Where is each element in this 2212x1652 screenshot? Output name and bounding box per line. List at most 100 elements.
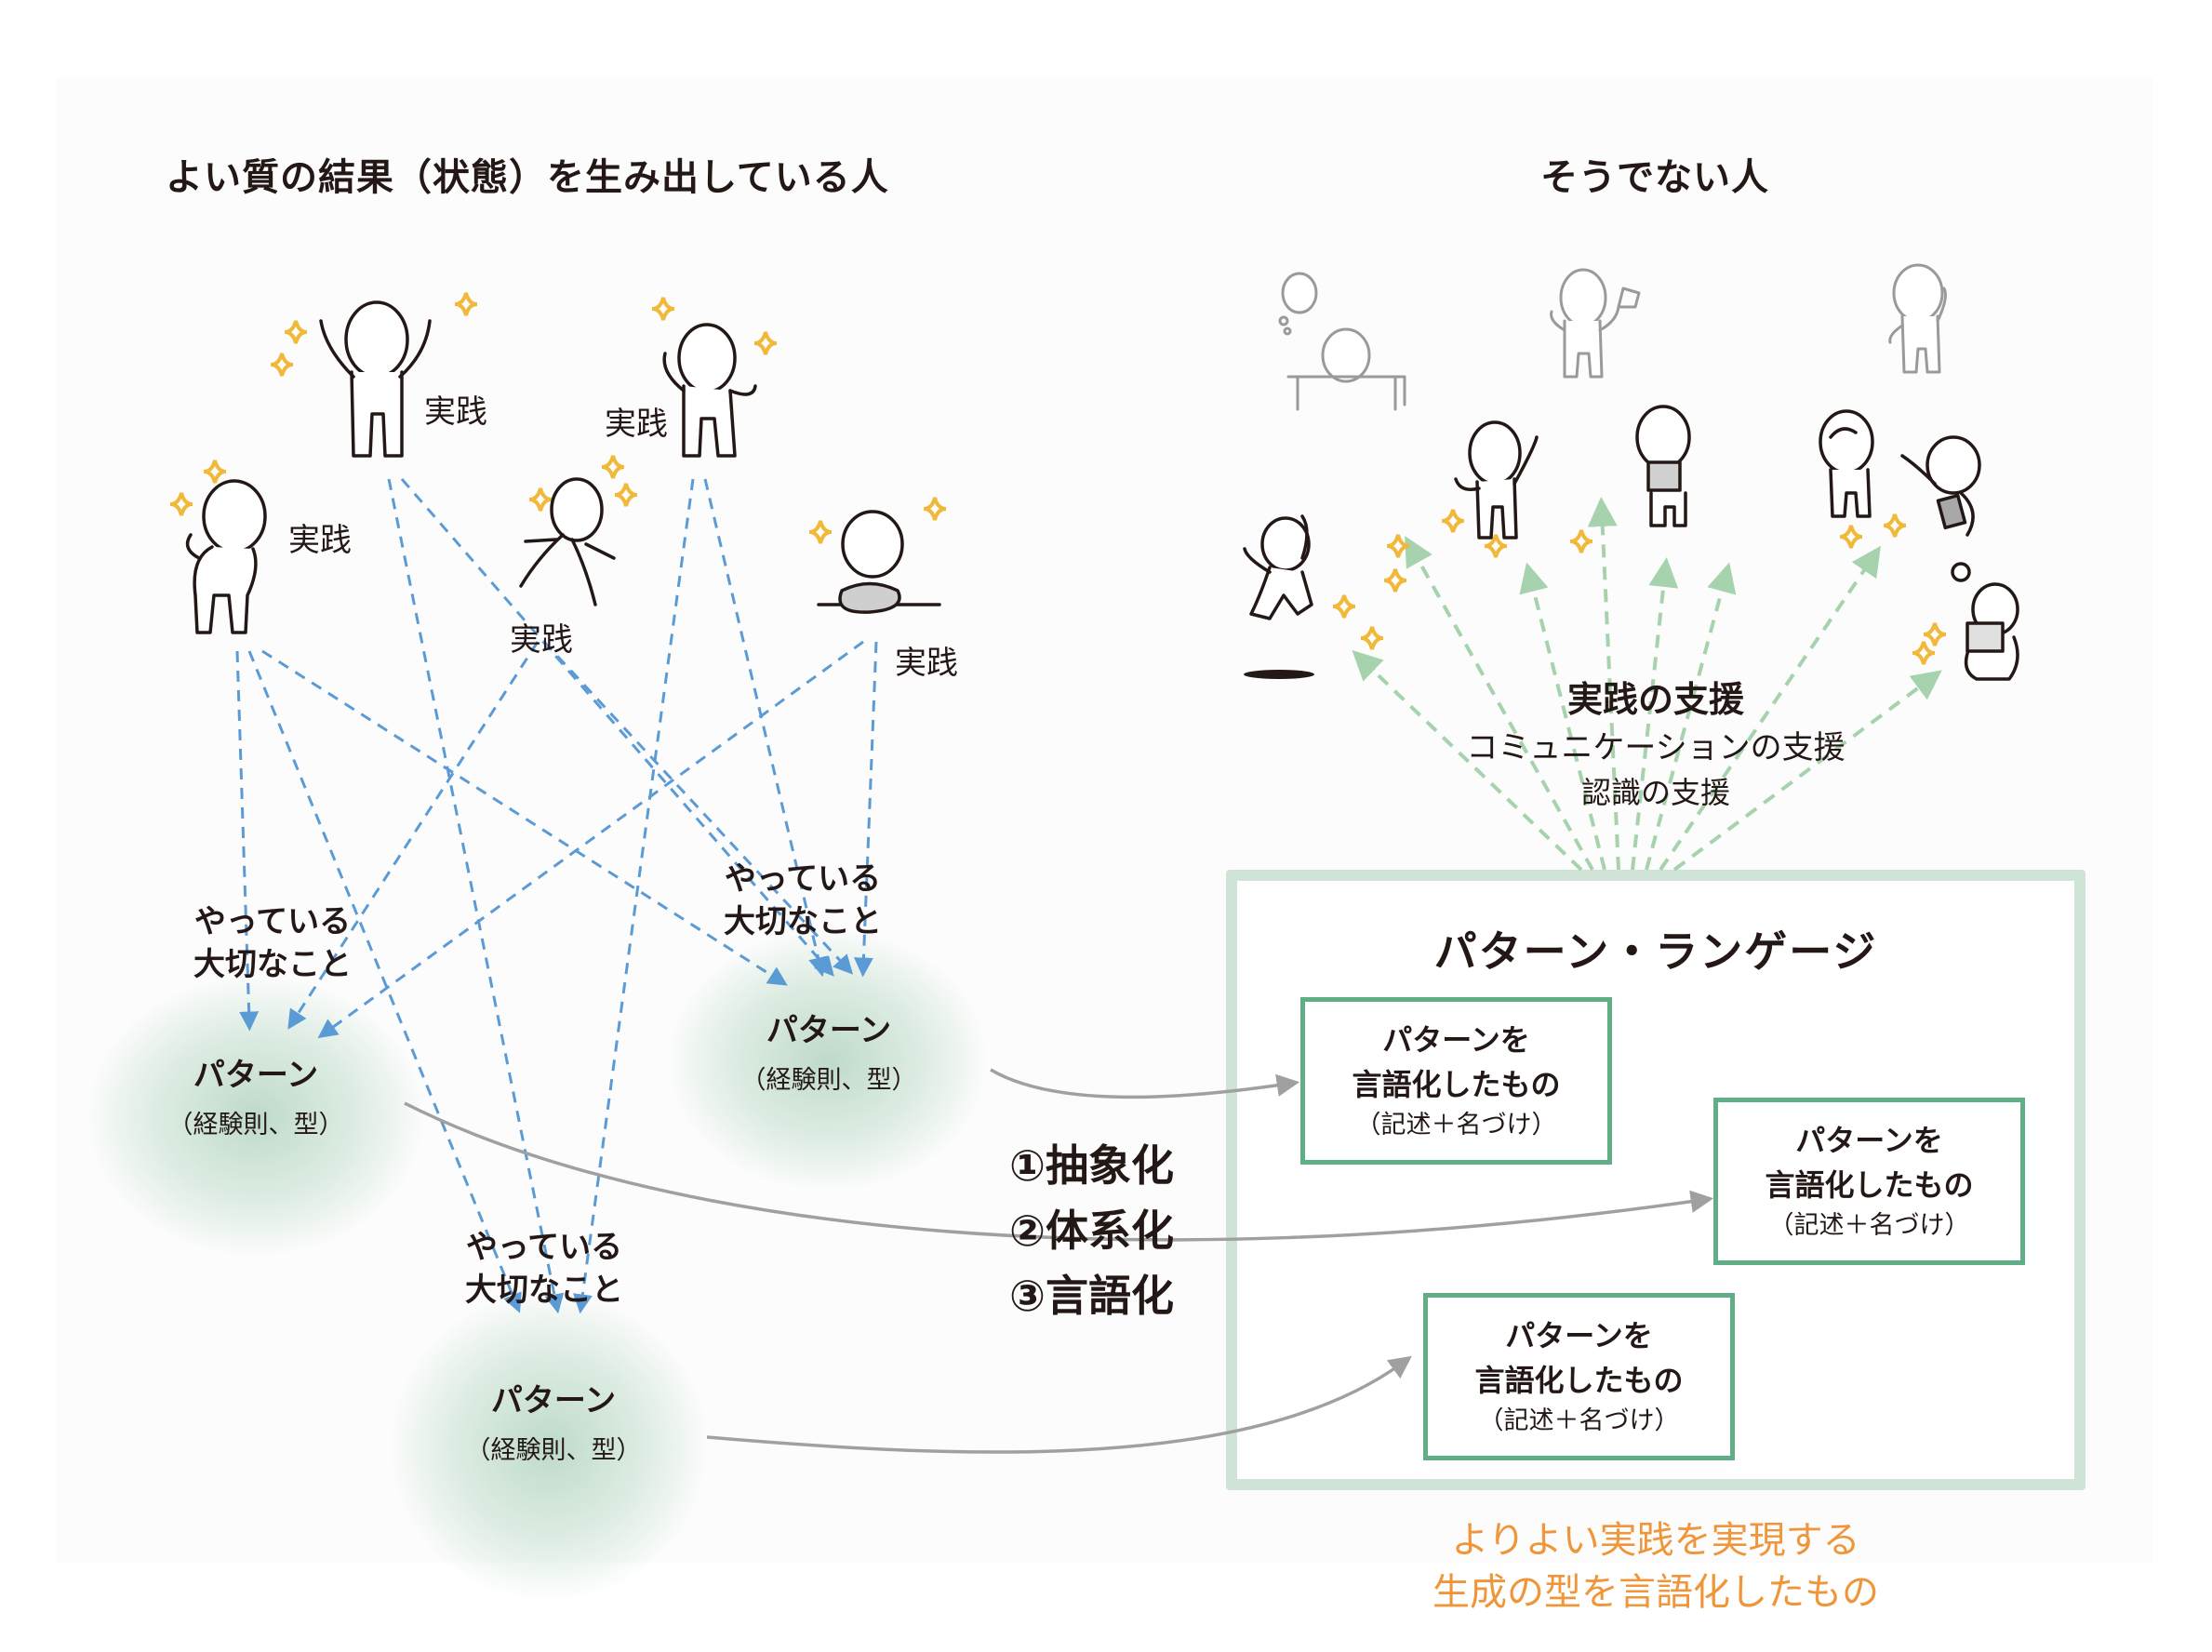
support-arrow — [1405, 536, 1594, 871]
important-things-line1: やっている — [193, 903, 352, 940]
pattern-subtitle: （経験則、型） — [167, 1111, 344, 1139]
practice-link — [703, 478, 828, 978]
person-scratching-head-icon — [1888, 263, 1947, 374]
step-abstraction: ①抽象化 — [1009, 1140, 1174, 1191]
support-arrow — [1645, 562, 1737, 871]
important-things-line2: 大切なこと — [724, 903, 882, 940]
caption-line2: 生成の型を言語化したもの — [1432, 1571, 1879, 1614]
practice-link — [400, 478, 834, 977]
practice-link — [261, 649, 788, 986]
pattern-language-title: パターン・ランゲージ — [1433, 926, 1878, 977]
practice-link — [387, 478, 565, 1314]
sparkle-icon — [1484, 534, 1508, 558]
pattern-card-line2: 言語化したもの — [1474, 1363, 1684, 1398]
sparkle-icon — [601, 455, 625, 479]
pattern-card-line1: パターンを — [1795, 1123, 1943, 1158]
sparkle-icon — [1383, 568, 1407, 593]
sparkle-icon — [753, 331, 778, 355]
practice-label: 実践 — [605, 406, 668, 443]
step-verbalization: ③言語化 — [1009, 1271, 1174, 1321]
person-arms-up-icon — [319, 300, 432, 458]
person-fist-pump-icon — [185, 479, 267, 634]
pattern-card-line1: パターンを — [1382, 1022, 1530, 1058]
sparkle-icon — [1912, 641, 1936, 665]
person-running-icon — [519, 477, 616, 606]
pattern-card-line3: （記述＋名づけ） — [1355, 1111, 1557, 1139]
pattern-card: パターンを 言語化したもの （記述＋名づけ） — [1300, 997, 1612, 1165]
practice-label: 実践 — [288, 522, 352, 559]
left-section-title: よい質の結果（状態）を生み出している人 — [166, 156, 889, 199]
sparkle-icon — [614, 483, 638, 507]
pattern-cluster-left: パターン （経験則、型） — [167, 1049, 344, 1140]
person-thinking-icon — [1819, 409, 1874, 518]
process-steps: ①抽象化 ②体系化 ③言語化 — [1009, 1133, 1174, 1328]
support-arrow — [1631, 557, 1679, 871]
pattern-card: パターンを 言語化したもの （記述＋名づけ） — [1423, 1293, 1735, 1460]
person-jumping-icon — [1243, 514, 1313, 620]
pattern-glow-bottom — [391, 1293, 707, 1600]
pattern-card-line1: パターンを — [1505, 1318, 1653, 1353]
practice-link — [235, 650, 260, 1032]
person-kneading-icon — [817, 510, 941, 614]
support-recognition: 認識の支援 — [1580, 775, 1730, 810]
abstraction-arrow — [404, 1101, 1714, 1242]
person-reading-book-icon — [1635, 405, 1691, 527]
important-things-label: やっている 大切なこと — [465, 1226, 623, 1312]
important-things-label: やっている 大切なこと — [193, 900, 352, 986]
pattern-name: パターン — [766, 1012, 892, 1049]
practice-link — [317, 640, 864, 1039]
practice-link — [247, 650, 522, 1313]
pattern-card-line2: 言語化したもの — [1352, 1067, 1561, 1102]
sparkle-icon — [454, 292, 478, 316]
support-communication: コミュニケーションの支援 — [1466, 729, 1846, 766]
pattern-card-line3: （記述＋名づけ） — [1768, 1211, 1970, 1240]
person-sleeping-at-desk-icon — [1278, 272, 1406, 411]
important-things-line1: やっている — [724, 860, 882, 898]
sparkle-icon — [923, 497, 947, 521]
sparkle-icon — [1839, 525, 1863, 549]
step-systematization: ②体系化 — [1009, 1206, 1174, 1256]
pattern-subtitle: （経験則、型） — [740, 1066, 917, 1095]
practice-link — [573, 478, 695, 1314]
practice-link — [853, 641, 878, 978]
person-reading-with-idea-icon — [1951, 562, 2019, 681]
pattern-name: パターン — [490, 1382, 617, 1419]
person-pointing-with-book-icon — [1900, 435, 1981, 537]
sparkle-icon — [808, 520, 833, 544]
pattern-cluster-right: パターン （経験則、型） — [740, 1005, 917, 1096]
sparkle-icon — [651, 297, 675, 321]
sparkle-icon — [1883, 513, 1907, 538]
person-confused-flag-icon — [1550, 268, 1641, 379]
support-arrow — [1659, 545, 1882, 872]
important-things-line1: やっている — [465, 1229, 623, 1266]
support-arrow — [1519, 562, 1606, 871]
practice-link — [287, 641, 540, 1030]
pattern-name: パターン — [193, 1057, 319, 1094]
pattern-subtitle: （経験則、型） — [465, 1436, 642, 1465]
pattern-language-frame: パターン・ランゲージ パターンを 言語化したもの （記述＋名づけ） パターンを … — [1226, 870, 2085, 1490]
sparkle-icon — [1923, 622, 1947, 646]
sparkle-icon — [284, 320, 308, 344]
pattern-card-line2: 言語化したもの — [1765, 1167, 1974, 1203]
pattern-card: パターンを 言語化したもの （記述＋名づけ） — [1713, 1098, 2025, 1265]
practice-label: 実践 — [510, 621, 573, 659]
shadow-icon — [1244, 670, 1314, 679]
pattern-language-caption: よりよい実践を実現する 生成の型を言語化したもの — [1284, 1514, 2028, 1619]
practice-label: 実践 — [895, 645, 958, 682]
important-things-line2: 大切なこと — [193, 946, 352, 983]
practice-link — [542, 640, 854, 975]
support-arrow — [1352, 649, 1583, 872]
person-waving-icon — [662, 323, 757, 458]
sparkle-icon — [169, 492, 193, 516]
sparkle-icon — [203, 460, 227, 484]
pattern-cluster-bottom: パターン （経験則、型） — [465, 1375, 642, 1466]
pattern-card-line3: （記述＋名づけ） — [1478, 1406, 1680, 1435]
important-things-line2: 大切なこと — [465, 1272, 623, 1309]
support-arrow — [1672, 670, 1942, 872]
sparkle-icon — [270, 353, 294, 377]
sparkle-icon — [1441, 509, 1465, 533]
abstraction-arrow — [990, 1068, 1300, 1099]
right-section-title: そうでない人 — [1540, 156, 1769, 199]
sparkle-icon — [528, 487, 553, 512]
